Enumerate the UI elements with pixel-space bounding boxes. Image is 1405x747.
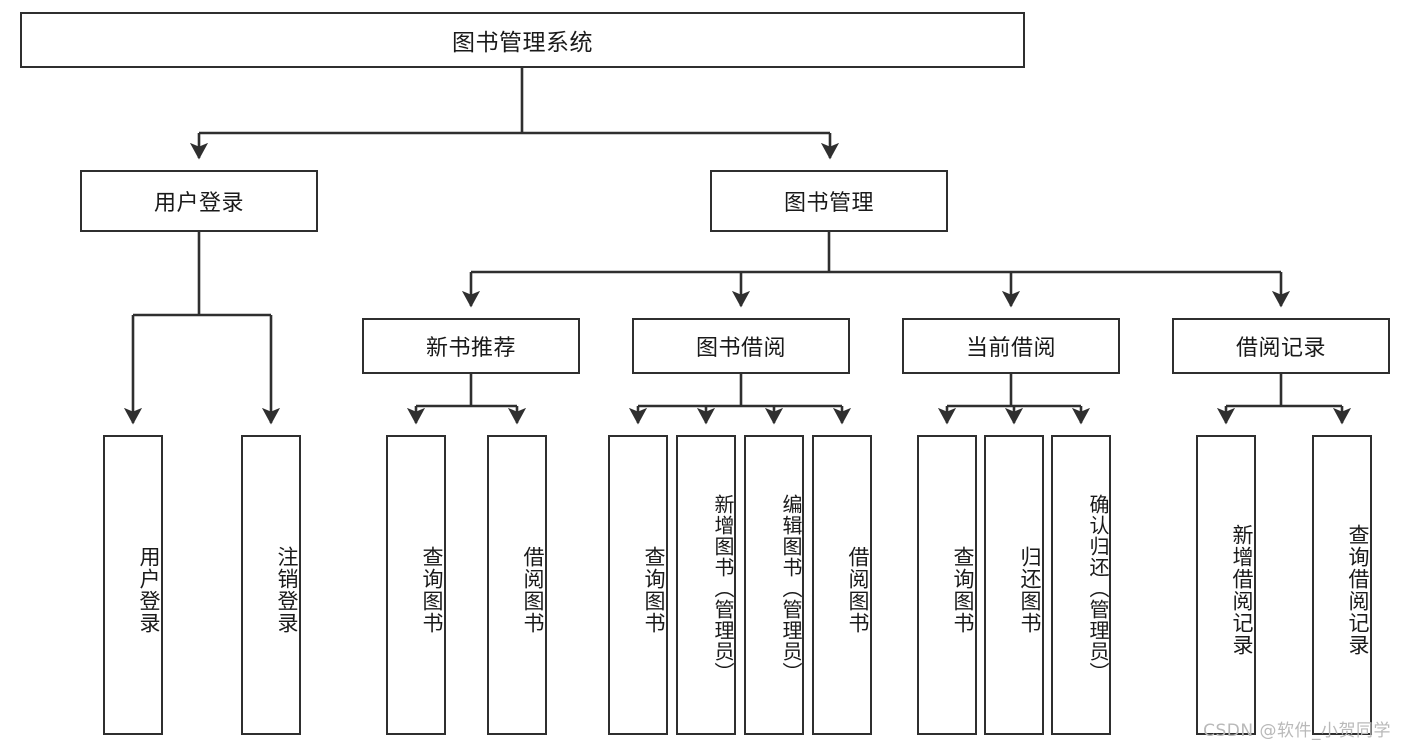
node-leaf-borrow-book-recommend[interactable]: 借阅图书 [487,435,547,735]
node-book-manage[interactable]: 图书管理 [710,170,948,232]
node-user-login[interactable]: 用户登录 [80,170,318,232]
node-leaf-borrow-book[interactable]: 借阅图书 [812,435,872,735]
node-current-borrow[interactable]: 当前借阅 [902,318,1120,374]
node-leaf-add-book-admin[interactable]: 新增图书（管理员） [676,435,736,735]
node-leaf-query-book-current[interactable]: 查询图书 [917,435,977,735]
node-leaf-add-borrow-record[interactable]: 新增借阅记录 [1196,435,1256,735]
watermark-text: CSDN @软件_小贺同学 [1203,721,1391,741]
node-borrow-record[interactable]: 借阅记录 [1172,318,1390,374]
node-book-borrow[interactable]: 图书借阅 [632,318,850,374]
node-leaf-confirm-return-admin[interactable]: 确认归还（管理员） [1051,435,1111,735]
node-leaf-user-logout[interactable]: 注销登录 [241,435,301,735]
node-root-system[interactable]: 图书管理系统 [20,12,1025,68]
node-leaf-query-book-recommend[interactable]: 查询图书 [386,435,446,735]
node-leaf-user-login[interactable]: 用户登录 [103,435,163,735]
node-leaf-query-book-borrow[interactable]: 查询图书 [608,435,668,735]
node-new-book-recommend[interactable]: 新书推荐 [362,318,580,374]
node-leaf-edit-book-admin[interactable]: 编辑图书（管理员） [744,435,804,735]
node-leaf-return-book[interactable]: 归还图书 [984,435,1044,735]
node-leaf-query-borrow-record[interactable]: 查询借阅记录 [1312,435,1372,735]
